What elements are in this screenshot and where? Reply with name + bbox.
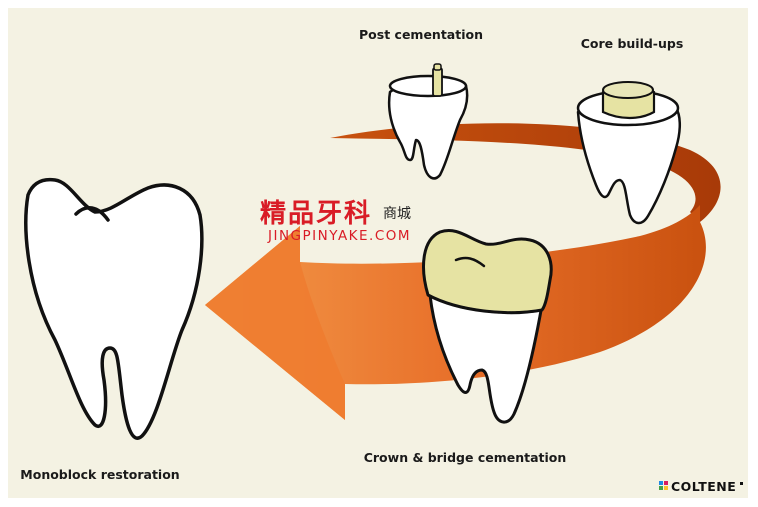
logo-mark-green	[659, 486, 663, 490]
post-cementation-tooth	[387, 63, 469, 180]
label-post-cementation: Post cementation	[359, 27, 483, 42]
crown-cap	[422, 229, 553, 315]
watermark-url: JINGPINYAKE.COM	[267, 228, 411, 244]
logo-mark-blue	[659, 481, 663, 485]
logo-mark-yellow	[664, 486, 668, 490]
logo-mark-magenta	[664, 481, 668, 485]
watermark-chinese-main: 精品牙科	[260, 199, 372, 229]
post-icon	[432, 67, 443, 97]
brand-name: COLTENE	[671, 479, 736, 494]
label-monoblock-restoration: Monoblock restoration	[20, 467, 179, 482]
core-buildup-tooth	[576, 81, 681, 225]
coltene-logo: COLTENE	[659, 479, 743, 494]
watermark: 精品牙科 商城 JINGPINYAKE.COM	[260, 199, 411, 244]
arrow-head	[205, 226, 345, 420]
watermark-chinese-suffix: 商城	[383, 206, 411, 222]
label-core-buildups: Core build-ups	[581, 36, 684, 51]
label-crown-bridge-cementation: Crown & bridge cementation	[364, 450, 567, 465]
monoblock-tooth	[24, 177, 204, 440]
crown-bridge-tooth	[422, 229, 553, 424]
